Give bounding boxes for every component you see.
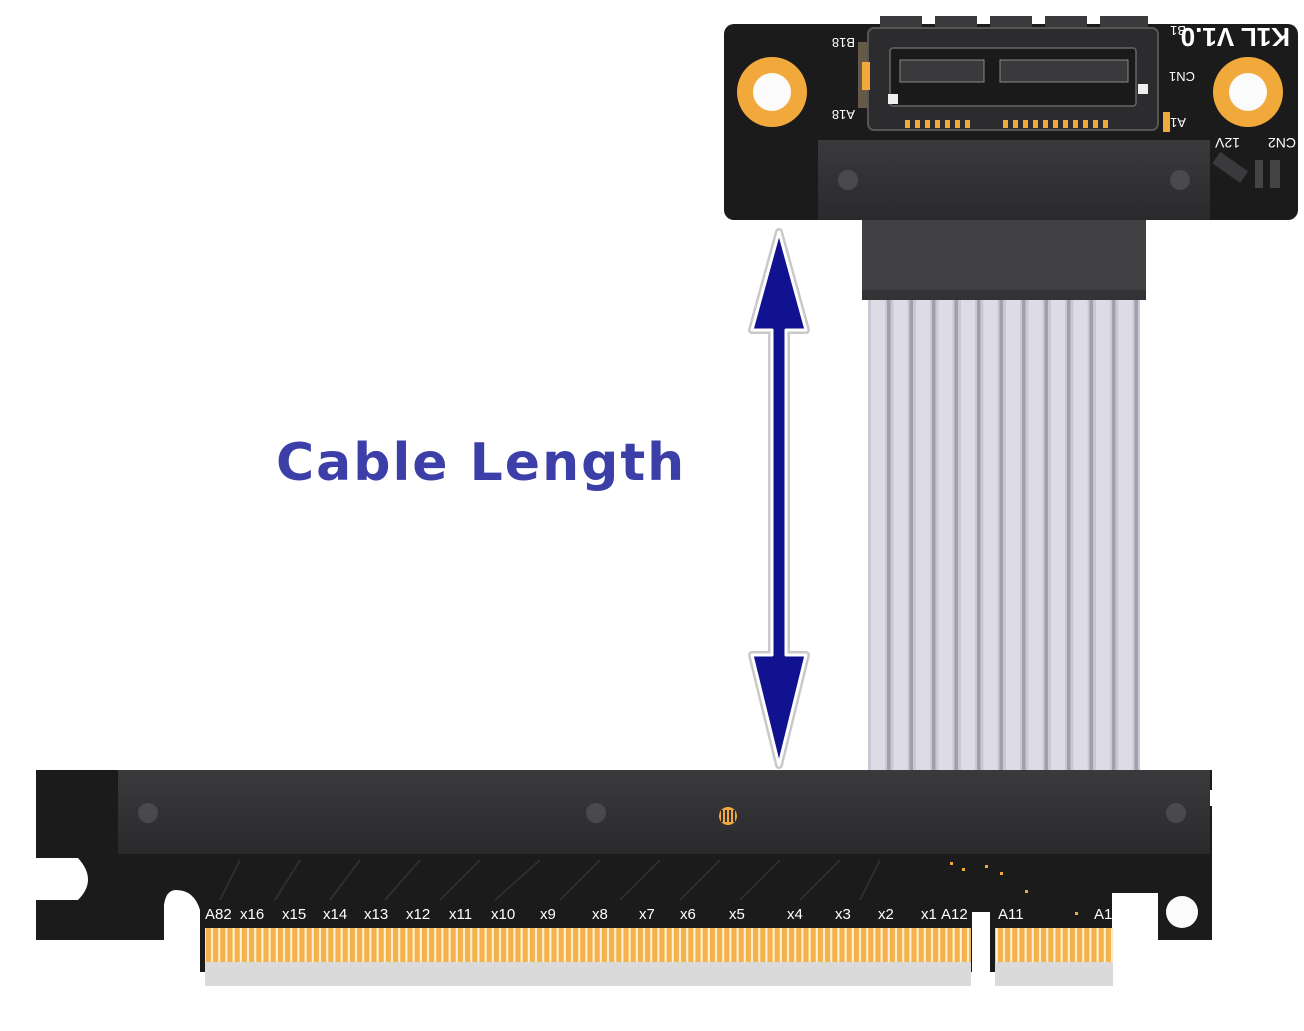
lane-label-x2: x2 [878, 906, 894, 923]
lane-label-x12: x12 [406, 906, 430, 923]
cable-length-arrow [748, 228, 810, 769]
lane-label-x15: x15 [282, 906, 306, 923]
version-label: K1L V1.0 [1181, 22, 1290, 52]
pin-label-cn1: CN1 [1169, 69, 1195, 84]
lane-label-x4: x4 [787, 906, 803, 923]
card-traces [219, 859, 881, 901]
ribbon-cable [868, 300, 1140, 772]
lane-label-x14: x14 [323, 906, 347, 923]
lane-label-x6: x6 [680, 906, 696, 923]
smd-components [950, 862, 1078, 915]
cable-clamp-top [818, 140, 1210, 300]
pin-label-cn2: CN2 [1268, 135, 1296, 151]
pin-label-b18: B18 [832, 35, 855, 50]
card-mount-hole [1166, 896, 1198, 928]
pin-label-a1-top: A1 [1170, 115, 1186, 130]
lane-label-a1: A1 [1094, 906, 1112, 923]
lane-label-x10: x10 [491, 906, 515, 923]
lane-label-x16: x16 [240, 906, 264, 923]
cable-clamp-bottom [118, 770, 1210, 854]
lane-labels: A82 x16 x15 x14 x13 x12 x11 x10 x9 x8 x7… [205, 906, 1112, 923]
lane-label-x8: x8 [592, 906, 608, 923]
lane-label-x7: x7 [639, 906, 655, 923]
lane-label-x9: x9 [540, 906, 556, 923]
lane-label-x13: x13 [364, 906, 388, 923]
pcie-x16-card: A82 x16 x15 x14 x13 x12 x11 x10 x9 x8 x7… [36, 770, 1214, 986]
pin-label-12v: 12V [1214, 135, 1240, 151]
board-solder-pads [862, 62, 1170, 132]
gold-finger-contacts [205, 928, 1113, 986]
cable-length-label: Cable Length [276, 433, 687, 493]
lane-label-a12: A12 [941, 906, 968, 923]
fan-indicator [719, 807, 737, 825]
lane-label-x3: x3 [835, 906, 851, 923]
pin-label-a18: A18 [832, 107, 855, 122]
lane-label-a11: A11 [998, 906, 1024, 923]
top-riser-board: K1L V1.0 B18 A18 B1 CN1 A1 12V CN2 [724, 16, 1298, 300]
slot-connector [858, 16, 1159, 131]
lane-label-x5: x5 [729, 906, 745, 923]
pin-label-b1: B1 [1170, 23, 1186, 38]
lane-label-a82: A82 [205, 906, 232, 923]
lane-label-x11: x11 [449, 906, 472, 923]
lane-label-x1: x1 [921, 906, 937, 923]
